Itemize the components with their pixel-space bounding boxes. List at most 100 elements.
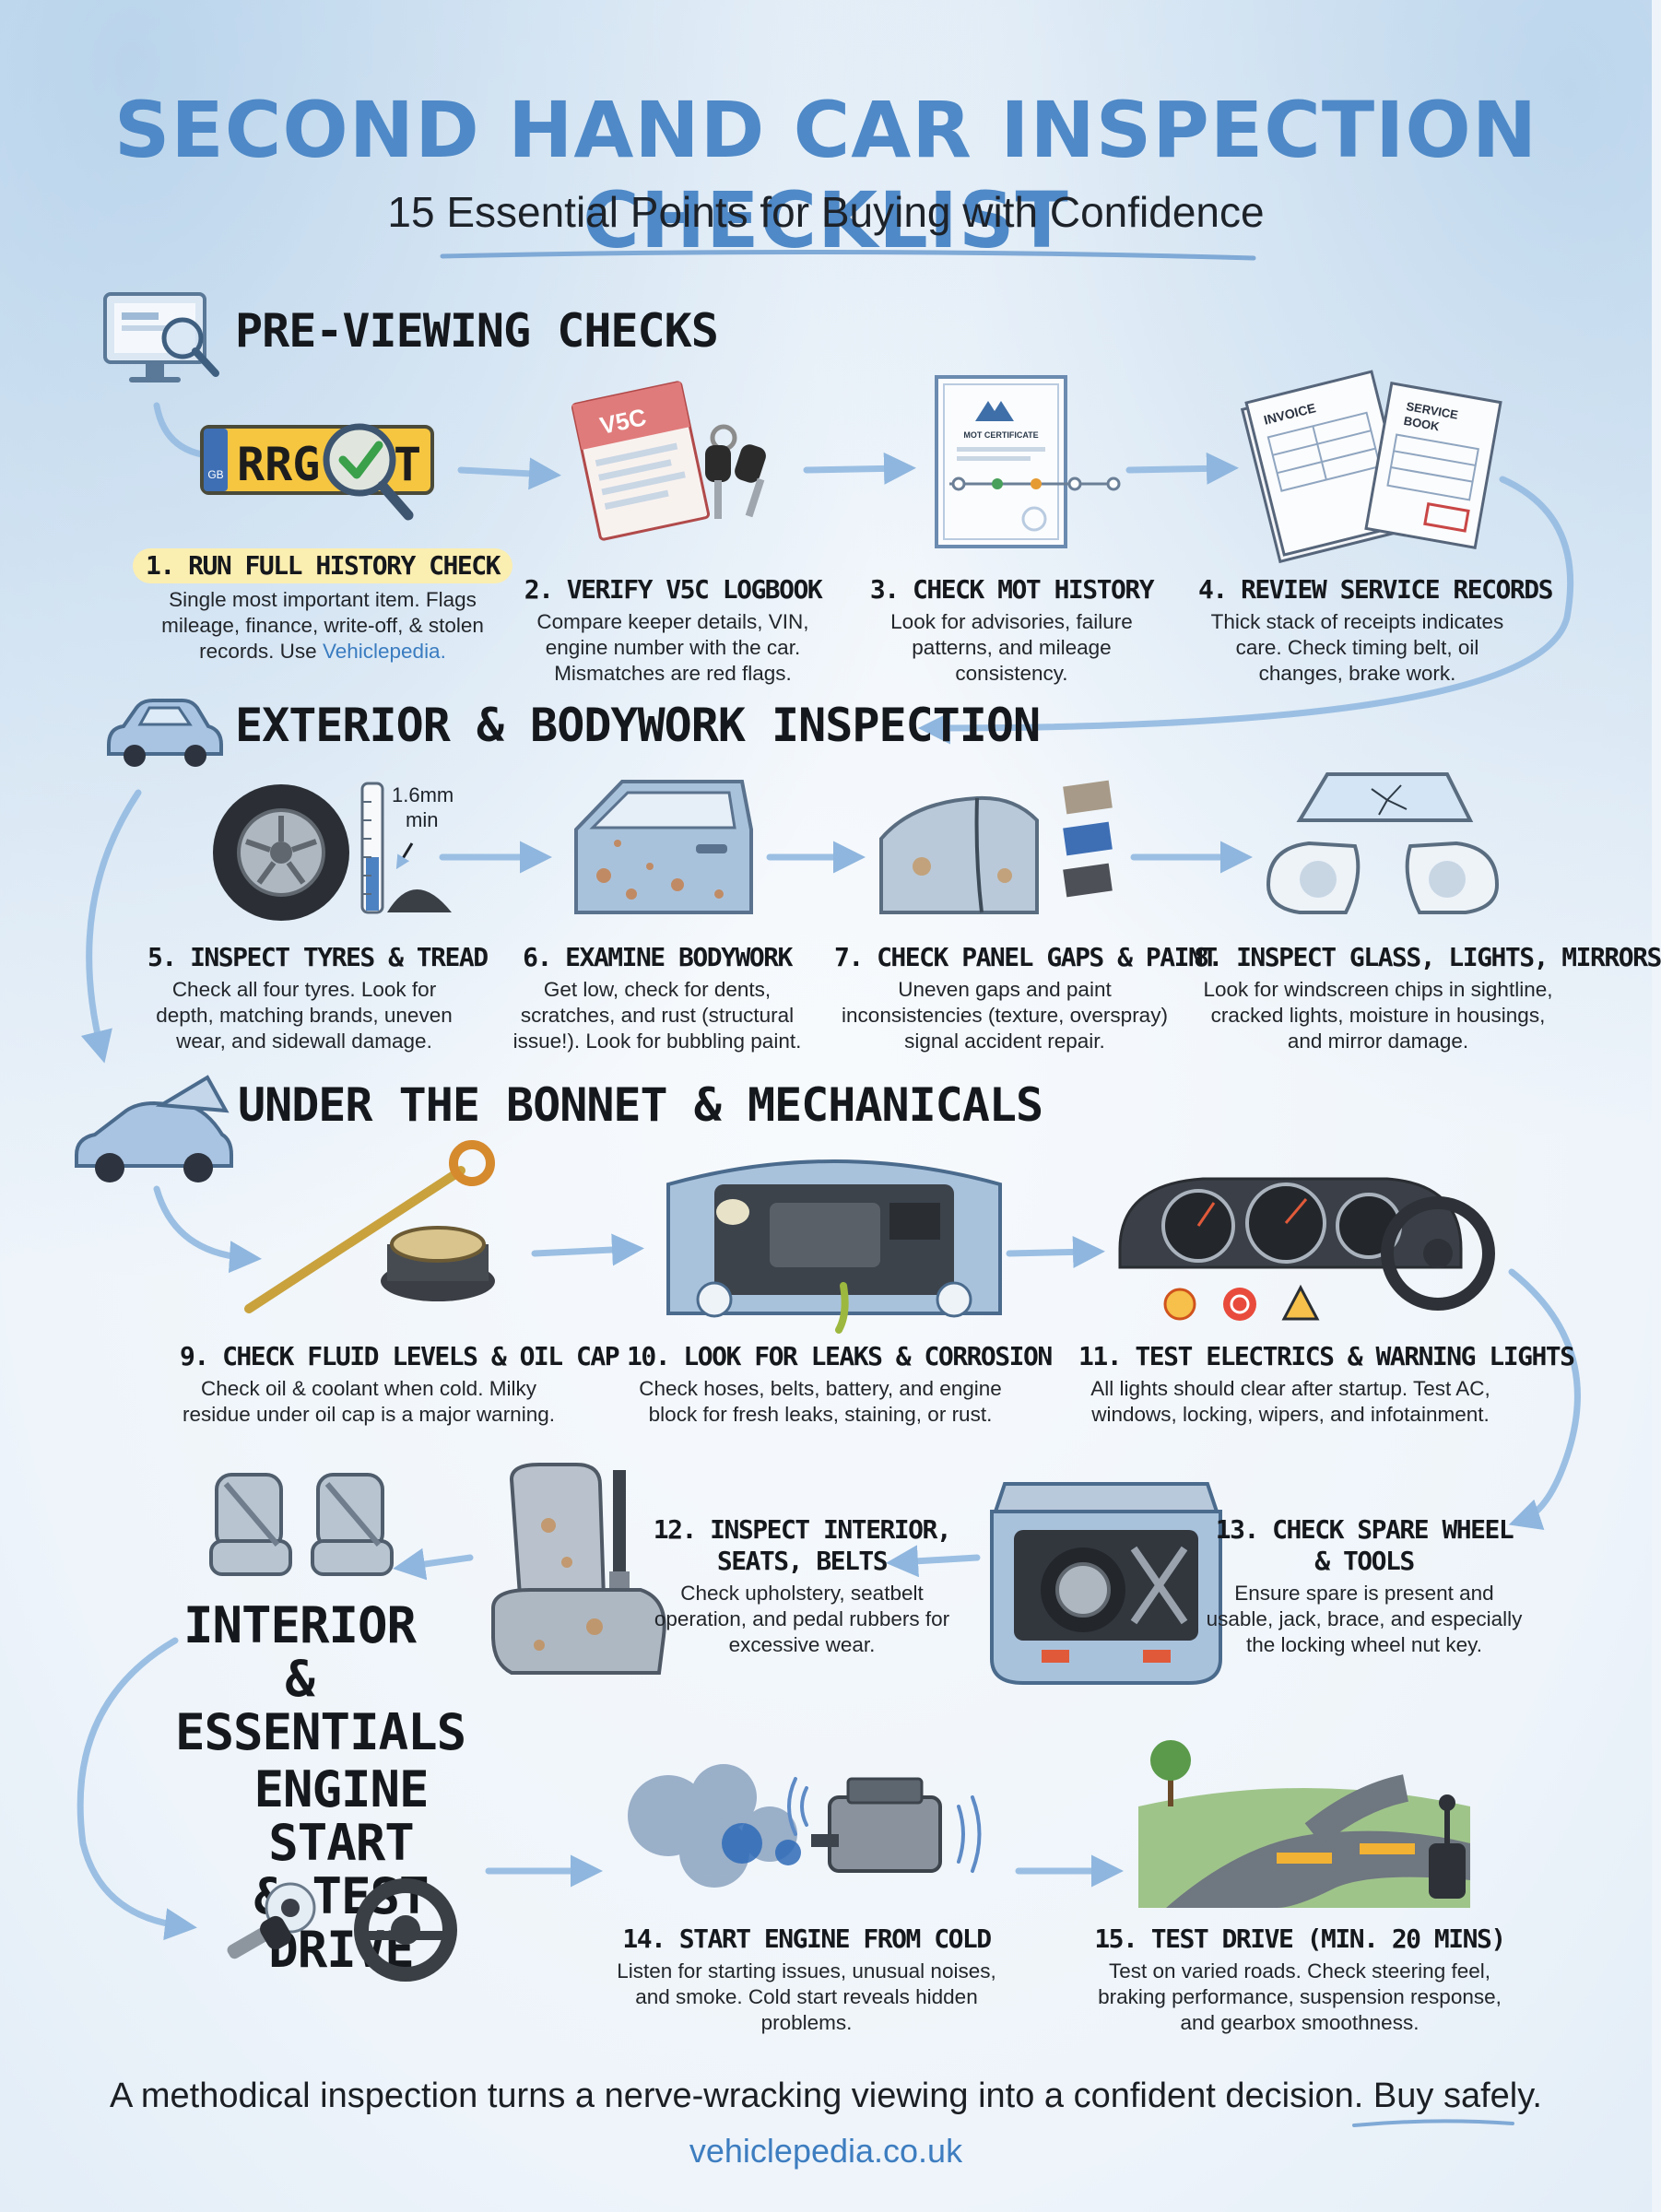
car-door-bodywork-icon — [574, 780, 753, 914]
step-4-desc: Thick stack of receipts indicates care. … — [1210, 610, 1504, 685]
section-title-interior: INTERIOR & ESSENTIALS — [175, 1596, 466, 1761]
section-title-pre-viewing: PRE-VIEWING CHECKS — [235, 304, 719, 358]
arrow-step3-to-step4 — [1125, 452, 1239, 485]
panel-gap-paint-icon — [879, 780, 1113, 914]
step-5-desc: Check all four tyres. Look for depth, ma… — [156, 978, 453, 1053]
ignition-key-steering-icon — [227, 1878, 457, 1982]
step-15-title: 15. TEST DRIVE (MIN. 20 MINS) — [1094, 1924, 1506, 1954]
step-10-desc: Check hoses, belts, battery, and engine … — [639, 1377, 1002, 1426]
step-13-desc: Ensure spare is present and usable, jack… — [1206, 1582, 1523, 1656]
step-14: 14. START ENGINE FROM COLD Listen for st… — [599, 1924, 1014, 2036]
vehiclepedia-link[interactable]: Vehiclepedia. — [322, 640, 446, 663]
arrow-step2-to-step3 — [803, 452, 916, 485]
step-10-title: 10. LOOK FOR LEAKS & CORROSION — [627, 1341, 1053, 1371]
step-10: 10. LOOK FOR LEAKS & CORROSION Check hos… — [627, 1341, 1053, 1428]
step-5: 5. INSPECT TYRES & TREAD Check all four … — [147, 942, 489, 1054]
step-11-title: 11. TEST ELECTRICS & WARNING LIGHTS — [1078, 1341, 1575, 1371]
arrow-step1-to-step2 — [457, 457, 561, 490]
arrow-bonnet-to-step9 — [153, 1185, 262, 1274]
step-6: 6. EXAMINE BODYWORK Get low, check for d… — [505, 942, 809, 1054]
section-title-engine-line2: & TEST DRIVE — [253, 1867, 429, 1979]
arrow-step12-to-interior — [393, 1547, 474, 1581]
arrow-exterior-to-step5 — [80, 789, 142, 1064]
step-5-title: 5. INSPECT TYRES & TREAD — [147, 942, 489, 972]
step-8-desc: Look for windscreen chips in sightline, … — [1203, 978, 1553, 1053]
number-plate-check-icon: GB RRG T — [200, 423, 434, 521]
step-7-desc: Uneven gaps and paint inconsistencies (t… — [842, 978, 1168, 1053]
engine-smoke-icon — [628, 1764, 982, 1888]
dashboard-warning-lights-icon — [1118, 1177, 1495, 1321]
service-records-icon: INVOICE SERVICE BOOK — [1240, 370, 1502, 564]
step-9-title: 9. CHECK FLUID LEVELS & OIL CAP — [180, 1341, 620, 1371]
step-2-desc: Compare keeper details, VIN, engine numb… — [536, 610, 809, 685]
mot-certificate-icon: MOT CERTIFICATE — [935, 375, 1121, 548]
step-4: 4. REVIEW SERVICE RECORDS Thick stack of… — [1198, 574, 1553, 687]
v5c-logbook-icon: V5C — [571, 381, 766, 541]
step-15-desc: Test on varied roads. Check steering fee… — [1098, 1959, 1502, 2034]
footer-underline — [1352, 2119, 1514, 2127]
section-title-engine: ENGINE START & TEST DRIVE — [184, 1763, 498, 1977]
page-title: SECOND HAND CAR INSPECTION CHECKLIST — [113, 85, 1538, 265]
step-13: 13. CHECK SPARE WHEEL & TOOLS Ensure spa… — [1198, 1514, 1530, 1658]
step-4-title: 4. REVIEW SERVICE RECORDS — [1198, 574, 1553, 605]
tread-depth-label: 1.6mm — [392, 783, 454, 806]
step-11-desc: All lights should clear after startup. T… — [1090, 1377, 1490, 1426]
section-title-interior-line1: INTERIOR & — [183, 1596, 417, 1708]
step-15: 15. TEST DRIVE (MIN. 20 MINS) Test on va… — [1088, 1924, 1512, 2036]
subtitle-underline — [440, 249, 1256, 261]
test-drive-road-icon — [1138, 1740, 1470, 1908]
step-13-title-line1: 13. CHECK SPARE WHEEL — [1215, 1514, 1514, 1545]
step-14-desc: Listen for starting issues, unusual nois… — [617, 1959, 996, 2034]
step-12-title-line1: 12. INSPECT INTERIOR, — [653, 1514, 952, 1545]
section-title-exterior: EXTERIOR & BODYWORK INSPECTION — [235, 699, 1041, 752]
step-8-title: 8. INSPECT GLASS, LIGHTS, MIRRORS — [1194, 942, 1661, 972]
step-1-title: 1. RUN FULL HISTORY CHECK — [133, 548, 512, 583]
plate-text: RRG — [237, 438, 320, 491]
step-6-desc: Get low, check for dents, scratches, and… — [512, 978, 802, 1053]
section-title-interior-line2: ESSENTIALS — [175, 1703, 466, 1761]
section-title-bonnet: UNDER THE BONNET & MECHANICALS — [238, 1078, 1043, 1132]
step-9-desc: Check oil & coolant when cold. Milky res… — [183, 1377, 555, 1426]
step-3-desc: Look for advisories, failure patterns, a… — [890, 610, 1133, 685]
tyre-tread-icon: 1.6mm min — [213, 782, 454, 921]
mot-certificate-label: MOT CERTIFICATE — [963, 430, 1038, 440]
step-1: 1. RUN FULL HISTORY CHECK Single most im… — [129, 548, 516, 665]
footer-url[interactable]: vehiclepedia.co.uk — [689, 2132, 963, 2170]
arrow-interior-to-engine — [77, 1637, 197, 1941]
car-bonnet-open-icon — [75, 1075, 233, 1182]
step-3: 3. CHECK MOT HISTORY Look for advisories… — [862, 574, 1161, 687]
step-9: 9. CHECK FLUID LEVELS & OIL CAP Check oi… — [180, 1341, 620, 1428]
service-book-label-2: BOOK — [1403, 414, 1442, 434]
arrow-step10-to-step11 — [1006, 1235, 1105, 1268]
step-12-desc: Check upholstery, seatbelt operation, an… — [654, 1582, 950, 1656]
page-subtitle: 15 Essential Points for Buying with Conf… — [387, 188, 1265, 236]
plate-badge: GB — [207, 468, 223, 481]
step-3-title: 3. CHECK MOT HISTORY — [869, 574, 1155, 605]
section-title-engine-line1: ENGINE START — [253, 1760, 429, 1872]
arrow-step13-to-step12 — [886, 1545, 981, 1578]
engine-bay-icon — [666, 1159, 1002, 1334]
footer-message: A methodical inspection turns a nerve-wr… — [110, 2077, 1542, 2115]
step-2: 2. VERIFY V5C LOGBOOK Compare keeper det… — [521, 574, 825, 687]
step-11: 11. TEST ELECTRICS & WARNING LIGHTS All … — [1078, 1341, 1575, 1428]
seats-icon — [209, 1473, 394, 1576]
arrow-step11-to-step13 — [1508, 1268, 1581, 1530]
step-8: 8. INSPECT GLASS, LIGHTS, MIRRORS Look f… — [1194, 942, 1661, 1054]
spare-wheel-boot-icon — [990, 1482, 1222, 1685]
plate-text-end: T — [394, 438, 421, 491]
step-7: 7. CHECK PANEL GAPS & PAINT Uneven gaps … — [834, 942, 1218, 1054]
dipstick-oil-cap-icon — [244, 1140, 495, 1313]
step-7-title: 7. CHECK PANEL GAPS & PAINT — [834, 942, 1218, 972]
arrow-step9-to-step10 — [531, 1233, 644, 1266]
computer-search-icon — [103, 292, 219, 382]
step-1-desc: Single most important item. Flags mileag… — [161, 588, 484, 663]
step-14-title: 14. START ENGINE FROM COLD — [622, 1924, 992, 1954]
step-2-title: 2. VERIFY V5C LOGBOOK — [524, 574, 823, 605]
step-13-title-line2: & TOOLS — [1314, 1546, 1415, 1576]
tread-min-label: min — [406, 808, 438, 831]
arrow-step4-to-exterior — [918, 476, 1574, 745]
step-12-title-line2: SEATS, BELTS — [716, 1546, 889, 1576]
glass-lights-icon — [1266, 772, 1500, 914]
step-6-title: 6. EXAMINE BODYWORK — [523, 942, 793, 972]
car-seat-icon — [491, 1463, 666, 1675]
